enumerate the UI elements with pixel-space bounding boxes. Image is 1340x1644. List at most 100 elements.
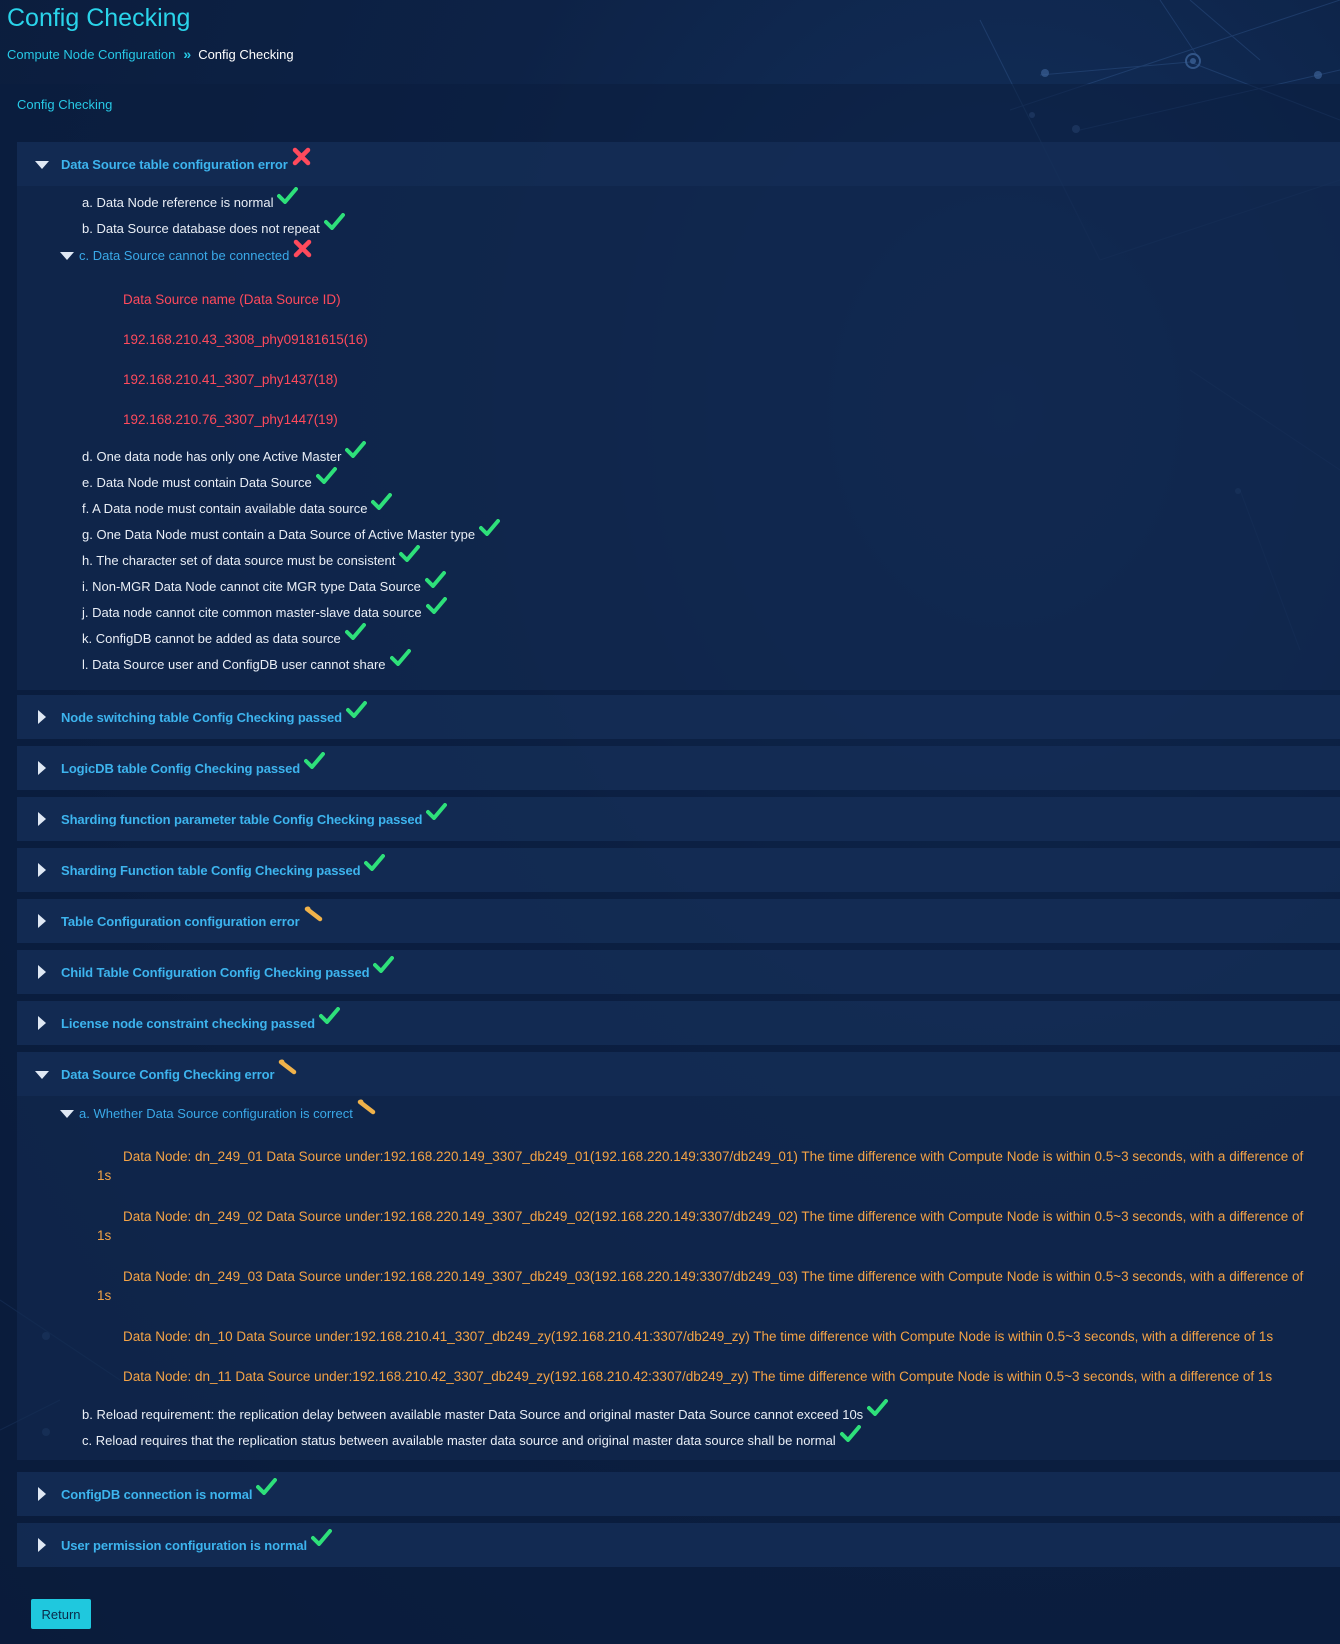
cross-icon bbox=[292, 147, 311, 171]
section-label: Data Source table configuration error bbox=[61, 156, 288, 172]
collapse-arrow-icon[interactable] bbox=[35, 159, 49, 169]
expand-arrow-icon[interactable] bbox=[36, 1487, 46, 1501]
section-header[interactable]: User permission configuration is normal bbox=[17, 1523, 1340, 1567]
section-header[interactable]: Table Configuration configuration error bbox=[17, 899, 1340, 943]
section-configdb-connection: ConfigDB connection is normal bbox=[17, 1472, 1340, 1516]
breadcrumb-link-compute-node-configuration[interactable]: Compute Node Configuration bbox=[7, 46, 176, 62]
section-child-table: Child Table Configuration Config Checkin… bbox=[17, 950, 1340, 994]
expand-arrow-icon[interactable] bbox=[36, 761, 46, 775]
check-icon bbox=[346, 701, 368, 723]
section-header[interactable]: Node switching table Config Checking pas… bbox=[17, 695, 1340, 739]
check-item-label: a. Data Node reference is normal bbox=[82, 194, 274, 210]
warning-icon bbox=[278, 1058, 297, 1080]
expand-arrow-icon[interactable] bbox=[36, 1538, 46, 1552]
detail-line: Data Node: dn_249_01 Data Source under:1… bbox=[97, 1149, 1304, 1183]
panel-title: Config Checking bbox=[17, 97, 113, 112]
check-item: a. Data Node reference is normal bbox=[82, 187, 299, 212]
check-icon bbox=[323, 213, 345, 233]
section-label: LogicDB table Config Checking passed bbox=[61, 760, 301, 776]
check-item-label: a. Whether Data Source configuration is … bbox=[79, 1105, 353, 1121]
check-icon bbox=[426, 803, 448, 825]
check-item: j. Data node cannot cite common master-s… bbox=[82, 597, 447, 622]
expand-arrow-icon[interactable] bbox=[36, 710, 46, 724]
check-item: k. ConfigDB cannot be added as data sour… bbox=[82, 623, 366, 648]
check-item: h. The character set of data source must… bbox=[82, 545, 421, 570]
section-label: Child Table Configuration Config Checkin… bbox=[61, 964, 370, 980]
check-item-label: e. Data Node must contain Data Source bbox=[82, 474, 312, 490]
section-table-configuration: Table Configuration configuration error bbox=[17, 899, 1340, 943]
section-label: ConfigDB connection is normal bbox=[61, 1486, 253, 1502]
check-icon bbox=[399, 545, 421, 565]
check-icon bbox=[364, 854, 386, 876]
check-icon bbox=[424, 571, 446, 591]
check-icon bbox=[319, 1007, 341, 1029]
section-data-source-table: Data Source table configuration error bbox=[17, 142, 1340, 690]
check-item-label: b. Reload requirement: the replication d… bbox=[82, 1406, 864, 1422]
check-item: c. Reload requires that the replication … bbox=[82, 1425, 861, 1450]
check-item: g. One Data Node must contain a Data Sou… bbox=[82, 519, 501, 544]
check-icon bbox=[311, 1529, 333, 1551]
section-header[interactable]: Data Source Config Checking error bbox=[17, 1052, 1340, 1096]
detail-line: Data Source name (Data Source ID) bbox=[123, 292, 341, 307]
section-header-data-source-table[interactable]: Data Source table configuration error bbox=[17, 142, 1340, 186]
expand-arrow-icon[interactable] bbox=[36, 1016, 46, 1030]
expand-arrow-icon[interactable] bbox=[36, 965, 46, 979]
expand-arrow-icon[interactable] bbox=[36, 914, 46, 928]
check-icon bbox=[425, 597, 447, 617]
check-icon bbox=[345, 441, 367, 461]
check-item: l. Data Source user and ConfigDB user ca… bbox=[82, 649, 411, 674]
check-item: e. Data Node must contain Data Source bbox=[82, 467, 337, 492]
check-item-label: c. Data Source cannot be connected bbox=[79, 247, 290, 263]
section-header[interactable]: ConfigDB connection is normal bbox=[17, 1472, 1340, 1516]
section-label: User permission configuration is normal bbox=[61, 1537, 308, 1553]
detail-line: 192.168.210.43_3308_phy09181615(16) bbox=[123, 332, 368, 347]
warning-icon bbox=[304, 905, 323, 927]
check-item-label: c. Reload requires that the replication … bbox=[82, 1432, 836, 1448]
section-header[interactable]: Child Table Configuration Config Checkin… bbox=[17, 950, 1340, 994]
section-license: License node constraint checking passed bbox=[17, 1001, 1340, 1045]
section-label: Data Source Config Checking error bbox=[61, 1066, 275, 1082]
section-logicdb: LogicDB table Config Checking passed bbox=[17, 746, 1340, 790]
check-icon bbox=[389, 649, 411, 669]
collapse-arrow-icon[interactable] bbox=[60, 250, 74, 260]
expand-arrow-icon[interactable] bbox=[36, 863, 46, 877]
section-header[interactable]: License node constraint checking passed bbox=[17, 1001, 1340, 1045]
check-item: f. A Data node must contain available da… bbox=[82, 493, 393, 518]
section-sharding-parameter: Sharding function parameter table Config… bbox=[17, 797, 1340, 841]
section-label: Table Configuration configuration error bbox=[61, 913, 300, 929]
check-icon bbox=[344, 623, 366, 643]
expand-arrow-icon[interactable] bbox=[36, 812, 46, 826]
breadcrumb-separator-icon: » bbox=[183, 46, 192, 62]
section-label: Sharding function parameter table Config… bbox=[61, 811, 423, 827]
detail-line: Data Node: dn_10 Data Source under:192.1… bbox=[123, 1329, 1274, 1344]
check-item: b. Data Source database does not repeat bbox=[82, 213, 345, 238]
breadcrumb: Compute Node Configuration » Config Chec… bbox=[7, 46, 294, 62]
collapse-arrow-icon[interactable] bbox=[35, 1069, 49, 1079]
check-item-label: l. Data Source user and ConfigDB user ca… bbox=[82, 656, 386, 672]
check-item-label: b. Data Source database does not repeat bbox=[82, 220, 320, 236]
section-label: Sharding Function table Config Checking … bbox=[61, 862, 361, 878]
section-header[interactable]: LogicDB table Config Checking passed bbox=[17, 746, 1340, 790]
collapse-arrow-icon[interactable] bbox=[60, 1108, 74, 1118]
detail-line: 192.168.210.76_3307_phy1447(19) bbox=[123, 412, 338, 427]
check-icon bbox=[304, 752, 326, 774]
detail-line: Data Node: dn_11 Data Source under:192.1… bbox=[123, 1369, 1273, 1384]
check-item-label: k. ConfigDB cannot be added as data sour… bbox=[82, 630, 341, 646]
check-item-label: i. Non-MGR Data Node cannot cite MGR typ… bbox=[82, 578, 421, 594]
check-icon bbox=[371, 493, 393, 513]
check-item: d. One data node has only one Active Mas… bbox=[82, 441, 367, 466]
warning-icon bbox=[357, 1098, 376, 1118]
section-user-permission: User permission configuration is normal bbox=[17, 1523, 1340, 1567]
section-header[interactable]: Sharding function parameter table Config… bbox=[17, 797, 1340, 841]
return-button[interactable]: Return bbox=[31, 1599, 91, 1629]
check-item-expandable[interactable]: c. Data Source cannot be connected bbox=[60, 239, 312, 266]
section-header[interactable]: Sharding Function table Config Checking … bbox=[17, 848, 1340, 892]
section-sharding-function: Sharding Function table Config Checking … bbox=[17, 848, 1340, 892]
check-item-label: f. A Data node must contain available da… bbox=[82, 500, 368, 516]
check-icon bbox=[315, 467, 337, 487]
check-item-label: j. Data node cannot cite common master-s… bbox=[82, 604, 422, 620]
check-icon bbox=[277, 187, 299, 207]
section-label: License node constraint checking passed bbox=[61, 1015, 316, 1031]
check-item-expandable[interactable]: a. Whether Data Source configuration is … bbox=[60, 1099, 376, 1123]
detail-line: Data Node: dn_249_02 Data Source under:1… bbox=[97, 1209, 1304, 1243]
